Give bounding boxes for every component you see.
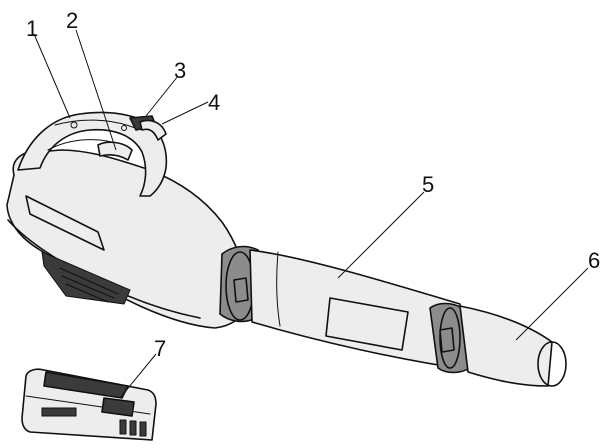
trigger — [97, 141, 133, 161]
callout-leaders — [33, 29, 589, 399]
leader-4 — [161, 101, 209, 125]
speed-control — [139, 119, 167, 141]
battery-vents — [41, 407, 147, 437]
handle-grip — [54, 119, 136, 129]
battery-pack — [21, 368, 157, 441]
nozzle-opening — [537, 341, 567, 387]
callout-6: 6 — [588, 248, 600, 273]
tube-latch — [233, 277, 249, 303]
nozzle — [429, 302, 567, 387]
side-slot — [25, 195, 105, 251]
nozzle-latch — [439, 327, 455, 353]
callout-5: 5 — [422, 172, 434, 197]
leader-2 — [75, 29, 117, 151]
handle-screw — [121, 125, 127, 131]
handle-loop — [17, 111, 168, 197]
battery-bay-vents — [59, 267, 119, 303]
callout-4: 4 — [208, 90, 220, 115]
leader-3 — [145, 75, 179, 117]
leader-1 — [33, 33, 71, 119]
leader-6 — [515, 267, 589, 341]
leader-7 — [119, 353, 157, 399]
leader-5 — [337, 191, 425, 279]
callout-2: 2 — [66, 8, 78, 33]
blower-tube — [219, 245, 471, 371]
handle — [17, 111, 168, 197]
tube-label — [325, 297, 409, 351]
nozzle-body — [459, 305, 553, 387]
battery-latch — [101, 397, 135, 417]
battery-bay — [41, 251, 131, 305]
battery-top-rail — [43, 371, 129, 399]
callout-3: 3 — [174, 58, 186, 83]
handle-screw — [70, 121, 78, 129]
callout-numbers: 1 2 3 4 5 6 7 — [26, 8, 600, 361]
blower-body — [6, 149, 253, 329]
motor-housing — [6, 149, 253, 329]
callout-7: 7 — [154, 336, 166, 361]
callout-1: 1 — [26, 16, 38, 41]
